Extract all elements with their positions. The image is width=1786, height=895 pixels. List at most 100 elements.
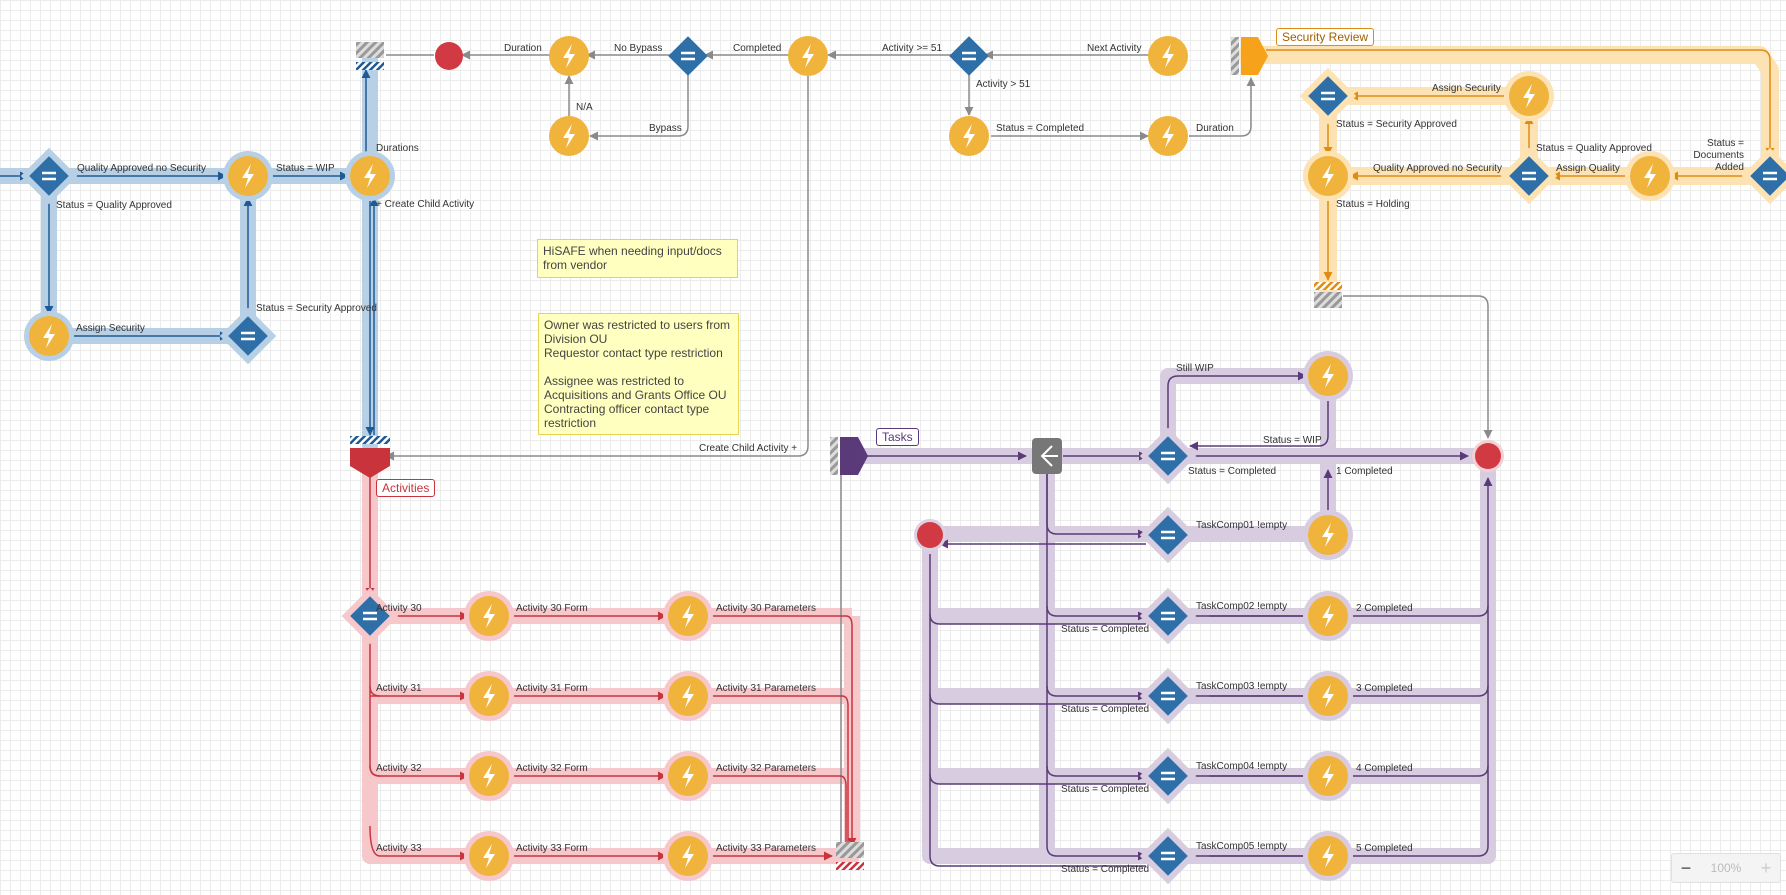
equals-icon bbox=[1161, 771, 1175, 781]
activity-holding[interactable] bbox=[1303, 151, 1353, 201]
equals-icon bbox=[42, 171, 56, 181]
gateway-taskcomp-2[interactable] bbox=[1139, 587, 1197, 645]
security-review-end bbox=[1314, 282, 1342, 308]
lightning-icon bbox=[1322, 364, 1334, 388]
zoom-in-button[interactable]: + bbox=[1760, 857, 1772, 878]
connectors-purple bbox=[866, 371, 1493, 867]
lightning-icon bbox=[1162, 44, 1174, 68]
zoom-level: 100% bbox=[1710, 861, 1742, 875]
lightning-icon bbox=[1322, 844, 1334, 868]
lightning-icon bbox=[802, 44, 814, 68]
activities-lane-header[interactable] bbox=[350, 436, 390, 478]
equals-icon bbox=[1763, 171, 1777, 181]
equals-icon bbox=[681, 51, 695, 61]
lightning-icon bbox=[242, 164, 254, 188]
lightning-icon bbox=[1322, 164, 1334, 188]
activities-title[interactable]: Activities bbox=[376, 479, 436, 497]
activity-status-wip[interactable] bbox=[223, 151, 273, 201]
lightning-icon bbox=[1523, 84, 1535, 108]
gateway-taskcomp-4[interactable] bbox=[1139, 747, 1197, 805]
activity-status-completed[interactable] bbox=[949, 116, 989, 156]
lane-band-blue bbox=[0, 52, 378, 454]
activity-completed-2[interactable] bbox=[1303, 591, 1353, 641]
activity-assign-quality[interactable] bbox=[1625, 151, 1675, 201]
blue-lane-end bbox=[356, 42, 384, 70]
activity-next[interactable] bbox=[1148, 36, 1188, 76]
activity-completed-4[interactable] bbox=[1303, 751, 1353, 801]
tasks-split-gateway[interactable] bbox=[1032, 438, 1062, 474]
zoom-out-button[interactable]: − bbox=[1680, 857, 1692, 878]
gateway-activity-select[interactable] bbox=[341, 587, 399, 645]
lightning-icon bbox=[43, 324, 55, 348]
lightning-icon bbox=[1322, 764, 1334, 788]
equals-icon bbox=[1161, 611, 1175, 621]
equals-icon bbox=[1161, 851, 1175, 861]
activity-one-completed[interactable] bbox=[1303, 510, 1353, 560]
end-event-tasks-right[interactable] bbox=[1472, 440, 1504, 472]
lightning-icon bbox=[682, 604, 694, 628]
security-review-title[interactable]: Security Review bbox=[1276, 28, 1375, 46]
lightning-icon bbox=[1322, 523, 1334, 547]
gateway-taskcomp-5[interactable] bbox=[1139, 827, 1197, 885]
activity-form-0[interactable] bbox=[464, 591, 514, 641]
gateway-activity-51[interactable] bbox=[949, 36, 989, 76]
activity-completed-3[interactable] bbox=[1303, 671, 1353, 721]
gateway-security-approved[interactable] bbox=[219, 307, 277, 365]
activity-params-2[interactable] bbox=[663, 751, 713, 801]
lightning-icon bbox=[1162, 124, 1174, 148]
activity-form-2[interactable] bbox=[464, 751, 514, 801]
activity-completed[interactable] bbox=[788, 36, 828, 76]
lightning-icon bbox=[563, 124, 575, 148]
lightning-icon bbox=[364, 164, 376, 188]
lane-band-red bbox=[362, 460, 860, 864]
activity-assign-security-right[interactable] bbox=[1504, 71, 1554, 121]
activity-durations[interactable] bbox=[345, 151, 395, 201]
activities-lane-end bbox=[836, 842, 864, 870]
gateway-bypass[interactable] bbox=[668, 36, 708, 76]
end-event-top[interactable] bbox=[435, 42, 463, 70]
activity-form-3[interactable] bbox=[464, 831, 514, 881]
end-event-tasks-left[interactable] bbox=[914, 519, 946, 551]
note-hisafe[interactable]: HiSAFE when needing input/docs from vend… bbox=[537, 239, 738, 278]
equals-icon bbox=[363, 611, 377, 621]
connectors-blue bbox=[0, 69, 379, 436]
activity-params-0[interactable] bbox=[663, 591, 713, 641]
gateway-taskcomp-3[interactable] bbox=[1139, 667, 1197, 725]
gateway-task-status[interactable] bbox=[1139, 427, 1197, 485]
equals-icon bbox=[1321, 91, 1335, 101]
connectors-gray bbox=[385, 50, 1493, 846]
equals-icon bbox=[1522, 171, 1536, 181]
activity-duration[interactable] bbox=[1148, 116, 1188, 156]
activity-form-1[interactable] bbox=[464, 671, 514, 721]
activity-params-1[interactable] bbox=[663, 671, 713, 721]
gateway-taskcomp-1[interactable] bbox=[1139, 506, 1197, 564]
activity-params-3[interactable] bbox=[663, 831, 713, 881]
lightning-icon bbox=[483, 764, 495, 788]
lightning-icon bbox=[483, 684, 495, 708]
connectors-orange bbox=[1266, 49, 1775, 281]
activity-completed-5[interactable] bbox=[1303, 831, 1353, 881]
equals-icon bbox=[1161, 691, 1175, 701]
label-status-documents-added: Status = Documents Added bbox=[1693, 138, 1744, 173]
security-review-start[interactable] bbox=[1231, 37, 1268, 75]
zoom-control: − 100% + bbox=[1671, 853, 1781, 883]
activity-assign-security[interactable] bbox=[24, 311, 74, 361]
gateway-quality-approved[interactable] bbox=[20, 147, 78, 205]
activity-bypass[interactable] bbox=[549, 116, 589, 156]
equals-icon bbox=[962, 51, 976, 61]
gateway-documents-added[interactable] bbox=[1741, 147, 1786, 205]
equals-icon bbox=[1161, 451, 1175, 461]
lightning-icon bbox=[682, 844, 694, 868]
tasks-lane-start[interactable] bbox=[830, 437, 868, 475]
connectors-red bbox=[365, 475, 857, 861]
tasks-title[interactable]: Tasks bbox=[876, 428, 919, 446]
activity-still-wip[interactable] bbox=[1303, 351, 1353, 401]
lightning-icon bbox=[682, 764, 694, 788]
gateway-security-approved-right[interactable] bbox=[1299, 67, 1357, 125]
lightning-icon bbox=[963, 124, 975, 148]
lightning-icon bbox=[483, 604, 495, 628]
note-restrictions[interactable]: Owner was restricted to users from Divis… bbox=[538, 313, 739, 435]
activity-duration-check[interactable] bbox=[549, 36, 589, 76]
gateway-quality-approved-right[interactable] bbox=[1500, 147, 1558, 205]
